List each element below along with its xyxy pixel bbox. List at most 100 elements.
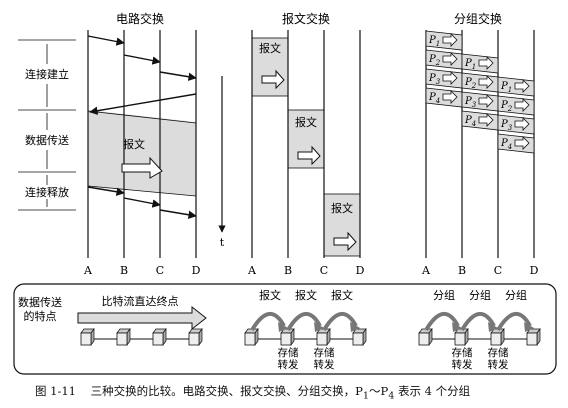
svg-text:C: C: [156, 264, 164, 277]
store-forward-label: 存储转发: [278, 346, 299, 371]
packet-cell: P2: [497, 95, 535, 116]
ack-arrow: [89, 93, 197, 115]
setup-arrow-2: [123, 54, 161, 65]
packet-cell: P3: [425, 68, 463, 89]
packet-cell: P1: [461, 53, 499, 74]
circuit-panel: 报文: [87, 30, 197, 258]
caption-fig-number: 图 1-11: [35, 384, 76, 398]
message-hop-label: 报文: [295, 288, 317, 302]
packet-cell: P3: [497, 114, 535, 135]
packet-cell: P1: [425, 30, 463, 51]
hop-arc: [322, 312, 358, 332]
svg-text:B: B: [120, 264, 128, 277]
svg-text:P4: P4: [464, 115, 476, 128]
packet-hop-label: 分组: [505, 288, 527, 302]
packet-cell: P4: [461, 110, 499, 131]
node-box: [316, 327, 331, 347]
packet-cell: P1: [497, 76, 535, 97]
phase-labels: 连接建立 数据传送 连接释放: [18, 39, 76, 211]
circuit-packet-label: 报文: [123, 137, 145, 151]
caption-sub-1: 1: [362, 390, 369, 402]
setup-arrow-1: [87, 35, 125, 46]
svg-text:B: B: [458, 264, 466, 277]
release-arrow-1: [87, 186, 125, 196]
caption-mid: ～P: [368, 384, 389, 398]
hop-arc: [250, 312, 286, 332]
svg-text:P2: P2: [428, 54, 441, 67]
node-box: [352, 327, 367, 347]
bitstream-label: 比特流直达终点: [102, 294, 179, 308]
message-hop-label: 报文: [331, 288, 353, 302]
caption-sub-4: 4: [388, 390, 395, 402]
data-start-line: [87, 110, 197, 124]
message-packet-label-1: 报文: [259, 41, 281, 55]
svg-text:P3: P3: [428, 73, 441, 86]
store-forward-label: 存储转发: [452, 346, 473, 371]
packet-cell: P4: [425, 87, 463, 108]
message-title: 报文交换: [282, 11, 330, 26]
caption-tail: 表示 4 个分组: [398, 384, 471, 398]
node-box: [188, 327, 203, 347]
packet-title: 分组交换: [454, 11, 502, 26]
data-end-line: [87, 185, 197, 197]
bitstream-arrow: [77, 305, 207, 331]
data-feature-label: 数据传送的特点: [18, 295, 62, 323]
phase-setup: 连接建立: [25, 67, 69, 81]
svg-text:P3: P3: [464, 96, 477, 109]
packet-cell: P2: [461, 72, 499, 93]
packet-hop-label: 分组: [469, 288, 491, 302]
time-label: t: [220, 236, 225, 249]
message-hop-3: [323, 193, 361, 257]
packet-hop-label: 分组: [433, 288, 455, 302]
node-labels: A B C D A B C D A B C D: [83, 264, 539, 277]
node-box: [526, 327, 541, 347]
svg-text:P4: P4: [500, 138, 512, 151]
hop-arc: [460, 312, 496, 332]
circuit-title: 电路交换: [116, 11, 164, 26]
release-arrow-2: [123, 197, 161, 208]
message-packet-label-3: 报文: [331, 201, 353, 215]
circuit-packet-arrow: [121, 156, 163, 179]
node-box: [116, 327, 131, 347]
node-box: [418, 327, 433, 347]
hop-arc: [424, 312, 460, 332]
svg-text:C: C: [494, 264, 502, 277]
node-box: [244, 327, 259, 347]
svg-text:A: A: [247, 264, 257, 277]
node-box: [280, 327, 295, 347]
message-hop-label: 报文: [259, 288, 281, 302]
circuit-data-band: [88, 110, 196, 196]
release-arrow-3: [159, 209, 197, 219]
svg-text:P1: P1: [500, 81, 512, 94]
figure-caption: 图 1-11 三种交换的比较。电路交换、报文交换、分组交换，P1～P4 表示 4…: [35, 383, 470, 401]
node-box: [490, 327, 505, 347]
svg-text:P4: P4: [428, 92, 440, 105]
caption-text: 三种交换的比较。电路交换、报文交换、分组交换，P: [90, 384, 363, 398]
svg-text:P1: P1: [464, 58, 476, 71]
node-box: [454, 327, 469, 347]
svg-text:P1: P1: [428, 35, 440, 48]
hop-arc: [496, 312, 532, 332]
packet-cell: P3: [461, 91, 499, 112]
node-box: [80, 327, 95, 347]
svg-text:P2: P2: [464, 77, 477, 90]
svg-text:C: C: [320, 264, 328, 277]
packet-cell: P2: [425, 49, 463, 70]
phase-transfer: 数据传送: [25, 133, 69, 147]
svg-text:A: A: [421, 264, 431, 277]
svg-text:A: A: [83, 264, 93, 277]
store-forward-label: 存储转发: [314, 346, 335, 371]
hop-arc: [286, 312, 322, 332]
svg-text:D: D: [356, 264, 365, 277]
packet-cell: P4: [497, 133, 535, 154]
phase-release: 连接释放: [25, 185, 69, 199]
message-panel: 报文 报文 报文: [251, 30, 361, 258]
svg-text:P2: P2: [500, 100, 513, 113]
feature-box: [13, 283, 557, 375]
setup-arrow-3: [159, 71, 197, 81]
message-packet-label-2: 报文: [295, 115, 317, 129]
svg-text:D: D: [530, 264, 539, 277]
svg-text:D: D: [192, 264, 201, 277]
